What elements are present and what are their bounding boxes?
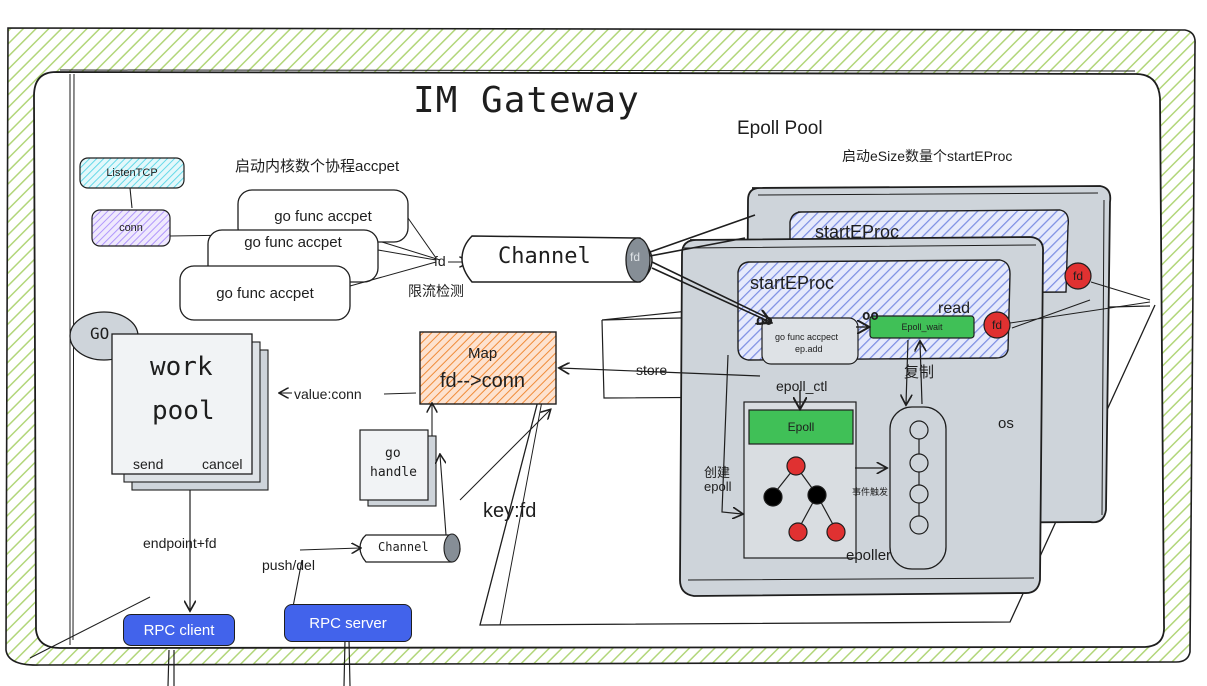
fd-node-a — [983, 311, 1011, 339]
map-box — [419, 331, 557, 405]
accept-ep-box — [761, 317, 859, 365]
accept-fan-lines — [349, 217, 441, 287]
rate-limit-label: 限流检测 — [408, 283, 464, 299]
channel-to-proc — [649, 214, 770, 322]
conn-label: conn — [119, 222, 143, 234]
copy-arrow-down — [906, 339, 908, 404]
epoll-wait-label: Epoll_wait — [901, 322, 943, 332]
map-value: fd-->conn — [440, 370, 526, 392]
accept-item-back: go func accpet — [274, 207, 372, 225]
copy-arrow-up — [920, 342, 922, 405]
work-pool-line2: pool — [152, 396, 215, 426]
ready-list-nodes — [909, 420, 929, 535]
epoll-green — [748, 409, 854, 445]
epoll-ctl-label: epoll_ctl — [776, 378, 828, 394]
inner-board-sketch — [59, 69, 1136, 645]
go-handle-front — [359, 429, 429, 501]
go-handle-line1: go — [385, 446, 401, 461]
work-pool-send: send — [133, 456, 164, 472]
work-pool-line1: work — [150, 352, 213, 382]
epoller-label: epoller — [846, 547, 892, 564]
go-handle-line2: handle — [370, 465, 417, 480]
push-del-label: push/del — [262, 557, 315, 573]
event-trigger-label: 事件触发 — [852, 487, 889, 497]
key-fd-label: key:fd — [483, 500, 537, 522]
push-del-arrow — [299, 548, 360, 550]
epoll-label: Epoll — [787, 420, 815, 434]
create-epoll-line2: epoll — [704, 479, 732, 494]
os-label: os — [998, 415, 1014, 432]
channel-cylinder — [461, 235, 653, 283]
os-plane-arrow — [499, 384, 546, 626]
create-epoll-line1: 创建 — [704, 465, 731, 480]
accept-box-front — [179, 265, 351, 321]
create-epoll-bracket — [721, 354, 742, 514]
store-arrow — [560, 368, 761, 377]
store-label: store — [636, 362, 668, 378]
accept-ep-line1: go func accpect — [775, 332, 839, 342]
map-title: Map — [468, 345, 498, 362]
accept-item-front: go func accpet — [216, 284, 314, 302]
map-value-line — [383, 392, 417, 395]
value-conn-label: value:conn — [294, 386, 362, 402]
channel-small-label: Channel — [378, 540, 429, 554]
map-key-line — [459, 410, 550, 501]
rpc-client-button[interactable]: RPC client — [123, 614, 235, 646]
proc-front-label: startEProc — [750, 273, 835, 293]
listen-tcp-label: ListenTCP — [106, 167, 158, 179]
rpc-server-button[interactable]: RPC server — [284, 604, 412, 642]
epoll-pool-title: Epoll Pool — [737, 118, 823, 139]
fd-node-b — [1064, 262, 1092, 290]
listen-tcp-box — [79, 157, 185, 189]
proc-back-label: startEProc — [815, 222, 900, 242]
rpc-server-wire — [343, 639, 351, 686]
endpoint-label: endpoint+fd — [143, 535, 217, 551]
accept-item-mid: go func accpet — [244, 234, 342, 251]
accept-caption: 启动内核数个协程accpet — [235, 158, 400, 175]
fd-b-label: fd — [1072, 269, 1083, 283]
go-badge-label: GO — [90, 324, 110, 343]
rpc-client-wire — [167, 649, 175, 686]
fd-a-label: fd — [991, 318, 1002, 332]
svg-text:oo: oo — [862, 308, 879, 324]
work-pool-front — [111, 333, 253, 475]
read-label: read — [938, 300, 971, 317]
accept-ep-line2: ep.add — [795, 344, 823, 354]
conn-box — [91, 209, 171, 247]
channel-fd-label: fd — [630, 250, 641, 264]
copy-label: 复制 — [904, 364, 935, 381]
rb-tree — [763, 456, 846, 542]
work-pool-cancel: cancel — [202, 456, 243, 472]
epoll-pool-caption: 启动eSize数量个startEProc — [842, 148, 1013, 164]
sketch-line — [29, 596, 151, 659]
accept-fd-label: fd — [434, 253, 446, 269]
channel-label: Channel — [498, 244, 591, 269]
page-title: IM Gateway — [413, 80, 640, 121]
